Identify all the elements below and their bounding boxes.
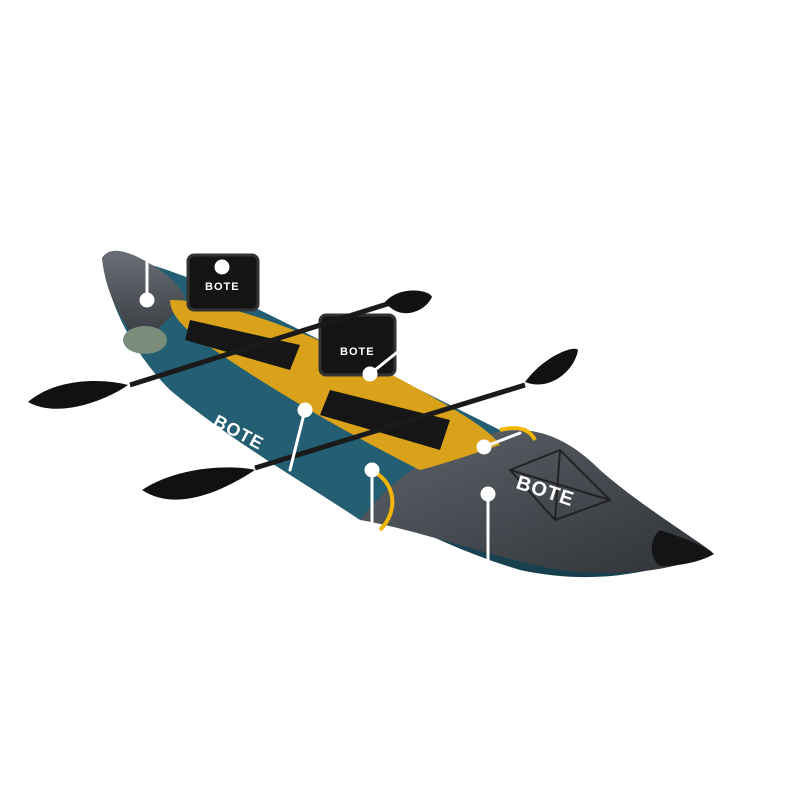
stern-section [360,430,712,574]
paddle-rear [142,348,578,500]
hotspot-dot-icon[interactable] [214,259,230,275]
rear-seat-logo: BOTE [205,281,240,293]
hotspot-front-seat[interactable] [362,348,402,382]
hotspot-cargo-area[interactable] [476,431,522,455]
hotspot-deck-pad[interactable] [364,462,380,527]
stern-bungee-cross [509,449,611,521]
hotspot-dot-icon[interactable] [364,462,380,478]
hotspot-bow-storage[interactable] [139,260,155,308]
hotspot-side-handle[interactable] [288,402,313,472]
hotspot-stern-bungee[interactable] [480,486,496,567]
rear-seat: BOTE [185,253,300,370]
hotspot-dot-icon[interactable] [297,402,313,418]
hotspot-rear-seat[interactable] [214,259,230,275]
hotspot-dot-icon[interactable] [476,439,492,455]
hotspot-dot-icon[interactable] [480,486,496,502]
accent-ring-2 [499,426,537,442]
hotspot-dot-icon[interactable] [139,292,155,308]
side-graphic [123,326,167,354]
hotspot-dot-icon[interactable] [362,366,378,382]
paddle-front [28,290,432,409]
front-seat-logo: BOTE [340,346,375,358]
front-seat: BOTE [318,313,450,450]
stern-tip [651,530,714,566]
